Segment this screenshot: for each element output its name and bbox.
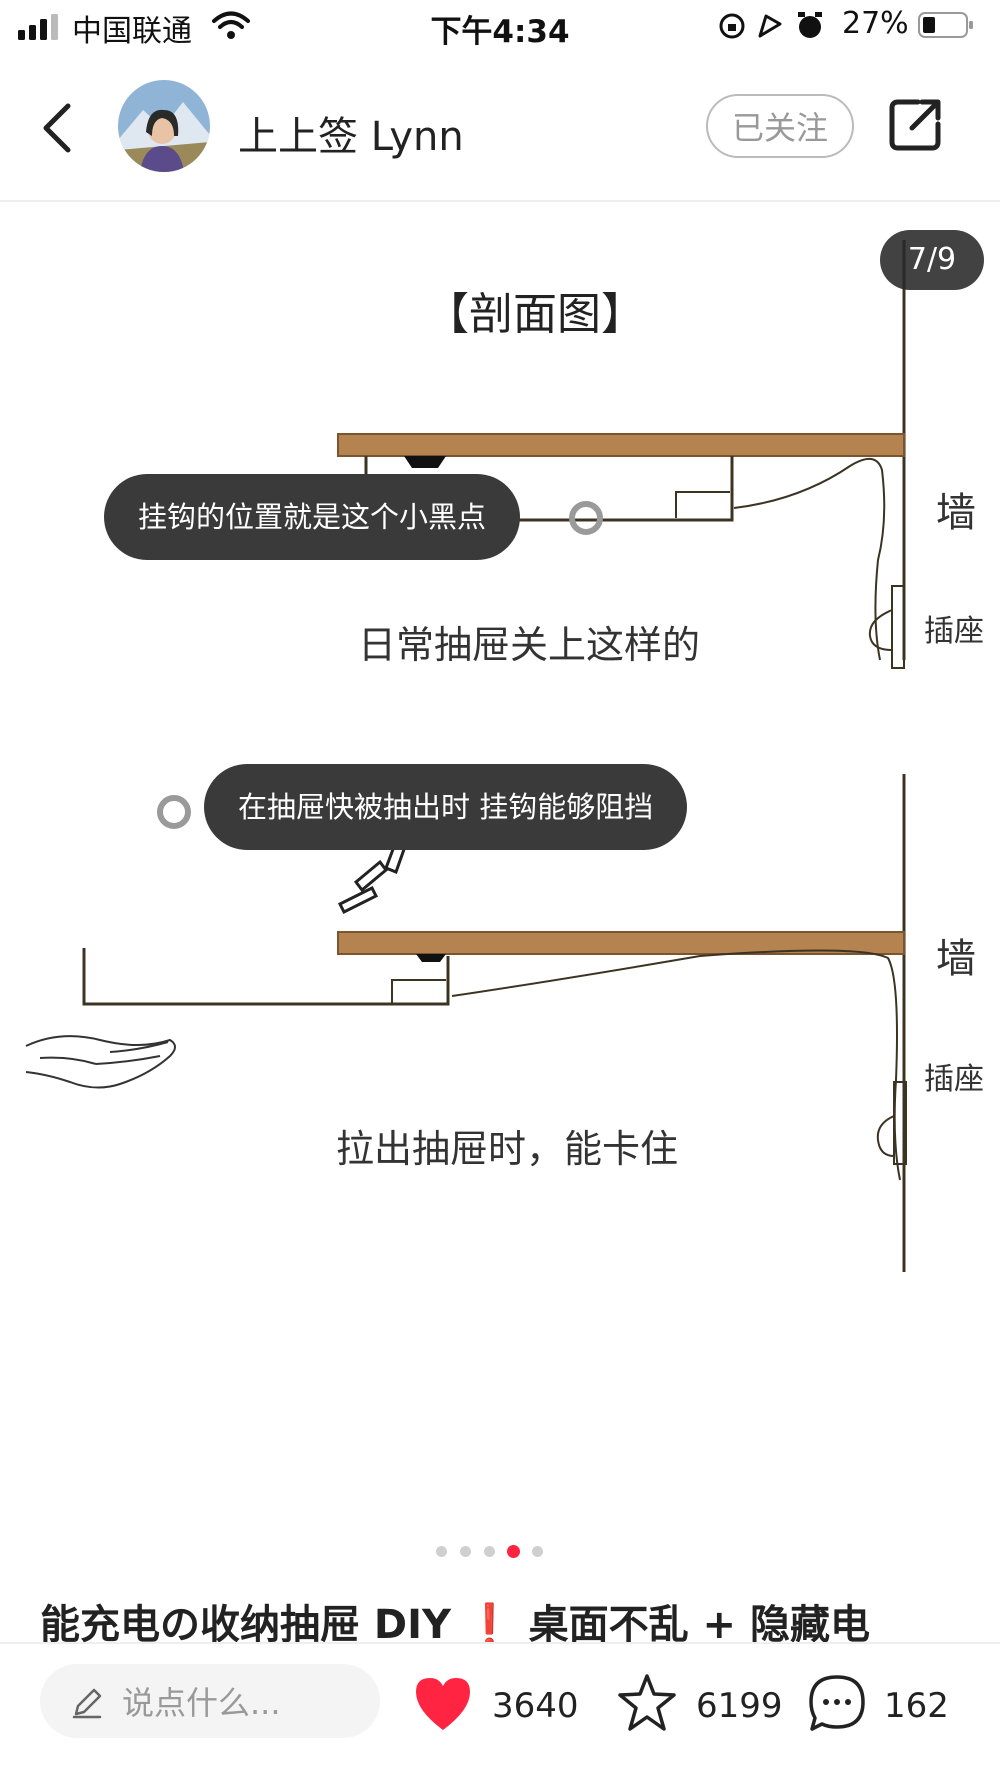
annotation-tag-1[interactable]: 挂钩的位置就是这个小黑点 xyxy=(104,474,521,560)
avatar-photo xyxy=(118,80,210,172)
comment-count[interactable]: 162 xyxy=(884,1686,949,1726)
share-icon[interactable] xyxy=(888,96,944,152)
drawer-bottom xyxy=(82,948,450,1006)
hook-marker-1 xyxy=(569,501,603,535)
bottom-action-bar: 说点什么... 3640 6199 162 xyxy=(0,1642,1000,1780)
carousel-dot-active[interactable] xyxy=(507,1545,520,1558)
image-carousel[interactable]: 7/9 【剖面图】 挂钩的位置就是这个小黑点 在抽屉快被抽出时 挂钩能够阻挡 日… xyxy=(0,202,1000,1542)
outlet-top xyxy=(891,585,905,669)
comment-icon[interactable] xyxy=(806,1672,868,1734)
section-diagram xyxy=(25,240,907,1272)
clock: 下午4:34 xyxy=(430,14,570,50)
page-counter: 7/9 xyxy=(880,230,984,290)
status-icons xyxy=(719,12,822,39)
wifi-icon xyxy=(212,11,250,39)
username[interactable]: 上上签 Lynn xyxy=(238,114,464,160)
battery-icon xyxy=(918,12,973,38)
outlet-label-bottom: 插座 xyxy=(924,1062,984,1097)
pencil-icon xyxy=(72,1688,102,1719)
rotation-lock-icon xyxy=(719,13,745,39)
hook-marker-2 xyxy=(157,795,191,829)
carousel-dot[interactable] xyxy=(532,1546,543,1557)
desk-board-bottom xyxy=(337,931,905,955)
alarm-icon xyxy=(798,12,822,38)
location-icon xyxy=(758,14,782,38)
cable-top xyxy=(733,458,886,661)
heart-icon[interactable] xyxy=(412,1674,474,1736)
hook-top xyxy=(404,456,446,468)
comment-placeholder: 说点什么... xyxy=(122,1684,281,1722)
signal-icon xyxy=(18,14,58,40)
like-count[interactable]: 3640 xyxy=(492,1686,579,1726)
top-nav: 上上签 Lynn 已关注 xyxy=(0,60,1000,202)
diagram-title: 【剖面图】 xyxy=(425,289,645,340)
carousel-dots xyxy=(436,1540,556,1564)
wall-label-top: 墙 xyxy=(936,490,976,536)
follow-button[interactable]: 已关注 xyxy=(706,94,854,158)
annotation-tag-2[interactable]: 在抽屉快被抽出时 挂钩能够阻挡 xyxy=(204,764,688,850)
carrier-name: 中国联通 xyxy=(72,14,192,49)
comment-input[interactable]: 说点什么... xyxy=(40,1664,380,1738)
carousel-dot[interactable] xyxy=(460,1546,471,1557)
status-bar: 中国联通 下午4:34 27% xyxy=(0,0,1000,56)
avatar[interactable] xyxy=(118,80,210,172)
collect-count[interactable]: 6199 xyxy=(696,1686,783,1726)
post-title: 能充电の收纳抽屉 DIY ❗ 桌面不乱 + 隐藏电 xyxy=(40,1602,870,1648)
carousel-dot[interactable] xyxy=(436,1546,447,1557)
wall-label-bottom: 墙 xyxy=(936,936,976,982)
caption-open: 拉出抽屉时，能卡住 xyxy=(336,1127,679,1171)
hand-icon xyxy=(25,1035,176,1089)
hook-bottom xyxy=(416,954,446,962)
star-icon[interactable] xyxy=(616,1672,678,1734)
battery-percent: 27% xyxy=(842,6,909,41)
carousel-dot[interactable] xyxy=(484,1546,495,1557)
back-arrow-icon[interactable] xyxy=(36,100,76,156)
outlet-bottom xyxy=(893,1081,907,1165)
desk-board-top xyxy=(337,433,905,457)
outlet-label-top: 插座 xyxy=(924,614,984,649)
cable-bottom xyxy=(451,949,901,1181)
caption-closed: 日常抽屉关上这样的 xyxy=(358,623,701,667)
